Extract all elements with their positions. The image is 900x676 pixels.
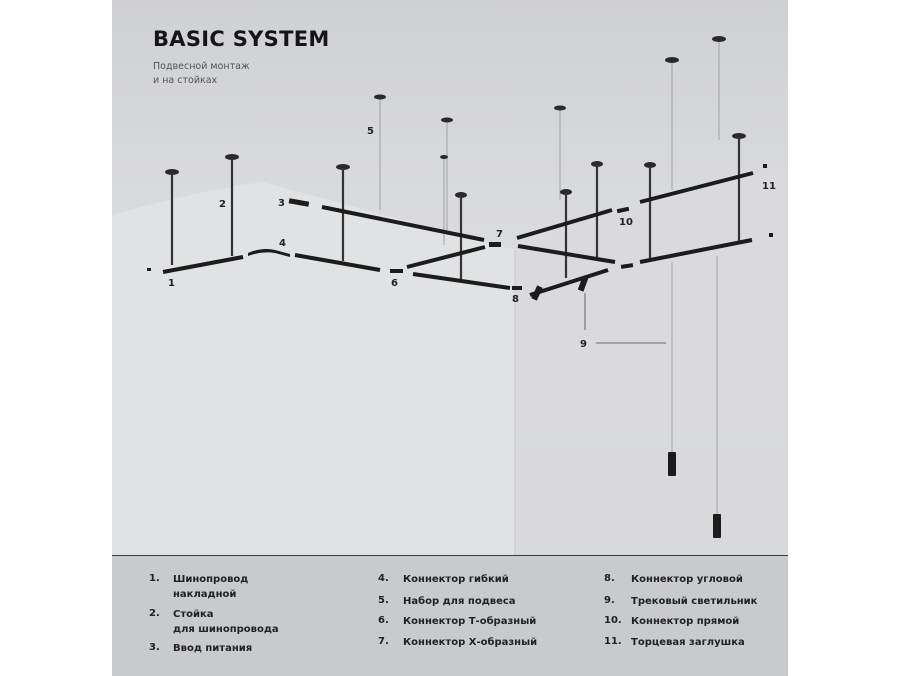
legend-text: Коннектор гибкий <box>403 574 509 585</box>
legend-text: Стойка <box>173 609 214 620</box>
callout-3: 3 <box>278 198 285 209</box>
legend-text: Шинопровод <box>173 574 249 585</box>
track-rods <box>170 137 741 280</box>
callout-6: 6 <box>391 278 398 289</box>
legend-number: 8. <box>604 573 615 584</box>
callout-2: 2 <box>219 199 226 210</box>
track-system-diagram: 1 2 3 4 5 6 7 8 9 10 11 <box>112 36 788 555</box>
callout-9: 9 <box>580 339 587 350</box>
legend-number: 9. <box>604 595 615 606</box>
callout-4: 4 <box>279 238 286 249</box>
callout-labels: 1 2 3 4 5 6 7 8 9 10 11 <box>168 126 776 350</box>
connectors <box>147 164 773 290</box>
legend-panel <box>112 555 788 676</box>
legend-text: Коннектор угловой <box>631 574 743 585</box>
callout-11: 11 <box>762 181 776 192</box>
track-lights <box>531 276 721 538</box>
legend-text: Ввод питания <box>173 643 253 654</box>
legend-text: для шинопровода <box>173 624 279 635</box>
legend-number: 7. <box>378 636 389 647</box>
callout-1: 1 <box>168 278 175 289</box>
legend-number: 5. <box>378 595 389 606</box>
tracks <box>162 171 754 297</box>
legend-text: Коннектор прямой <box>631 616 740 627</box>
suspension-cables <box>379 39 720 516</box>
callout-8: 8 <box>512 294 519 305</box>
legend-number: 1. <box>149 573 160 584</box>
legend-number: 2. <box>149 608 160 619</box>
callout-7: 7 <box>496 229 503 240</box>
legend-number: 11. <box>604 636 622 647</box>
legend-text: Коннектор Х-образный <box>403 637 538 648</box>
legend-text: Трековый светильник <box>631 596 758 607</box>
legend-text: накладной <box>173 589 237 600</box>
page-title: BASIC SYSTEM <box>153 27 330 51</box>
leader-lines <box>584 293 666 344</box>
room-walls <box>112 168 788 555</box>
subtitle-line-2: и на стойках <box>153 75 218 86</box>
legend-text: Коннектор Т-образный <box>403 616 537 627</box>
legend-number: 3. <box>149 642 160 653</box>
legend-number: 4. <box>378 573 389 584</box>
legend-text: Торцевая заглушка <box>631 637 745 648</box>
subtitle-line-1: Подвесной монтаж <box>153 61 250 72</box>
legend-text: Набор для подвеса <box>403 596 516 607</box>
legend-number: 6. <box>378 615 389 626</box>
ceiling-canopies <box>165 36 746 198</box>
callout-5: 5 <box>367 126 374 137</box>
legend-number: 10. <box>604 615 622 626</box>
callout-10: 10 <box>619 217 633 228</box>
